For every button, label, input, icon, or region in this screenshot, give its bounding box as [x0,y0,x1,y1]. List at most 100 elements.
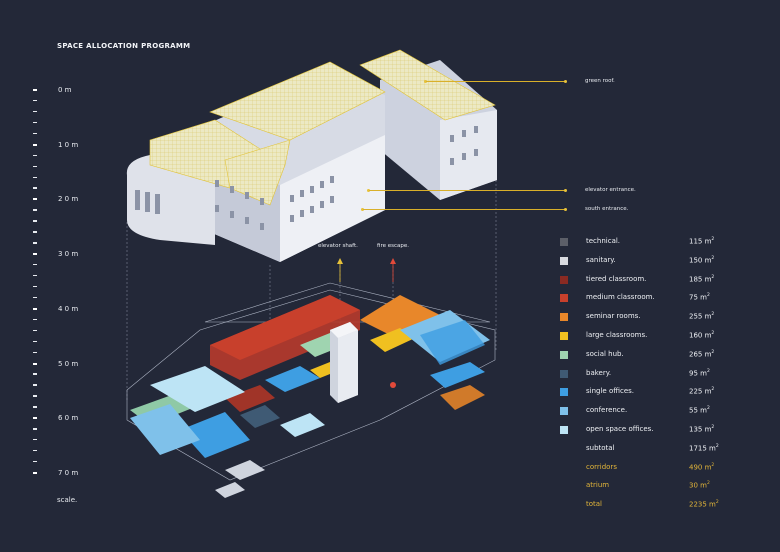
scale-tick [33,89,37,91]
scale-tick-label: 3 0 m [58,250,79,259]
diagram-title: SPACE ALLOCATION PROGRAMM [57,42,191,50]
scale-tick-label: 2 0 m [58,195,79,204]
scale-tick-label: 6 0 m [58,414,79,423]
scale-tick [33,439,37,441]
legend-value: 490 m2 [689,462,715,471]
legend-label: atrium [586,481,610,490]
scale-tick [33,384,37,386]
scale-tick [33,209,37,211]
scale-tick [33,264,37,266]
scale-tick [33,450,37,452]
legend-row: bakery. 95 m2 [556,368,756,380]
legend-row: tiered classroom.185 m2 [556,274,756,286]
legend-value: 160 m2 [689,331,715,340]
scale-tick [33,471,37,474]
legend-swatch [560,369,568,378]
legend-swatch [560,350,568,359]
south-entrance-leader [363,209,566,210]
legend-label: subtotal [586,443,615,452]
scale-tick [33,406,37,408]
legend-label: tiered classroom. [586,274,647,283]
legend-extra-row: atrium 30 m2 [556,480,756,492]
scale-tick [33,329,37,332]
legend-extra-row: corridors 490 m2 [556,462,756,474]
scale-tick [33,274,37,277]
legend-value: 135 m2 [689,425,715,434]
legend-value: 1715 m2 [689,443,719,453]
legend-subtotal: subtotal 1715 m2 [556,443,756,455]
legend-value: 265 m2 [689,349,715,359]
legend-value: 225 m2 [689,387,715,396]
legend-label: total [586,500,603,509]
elevator-shaft-label: elevator shaft. [318,243,358,249]
south-entrance-marker [361,208,364,211]
elevator-entrance-marker [367,189,370,192]
green-roof-end-dot [564,80,567,83]
legend-label: seminar rooms. [586,312,641,321]
legend-value: 150 m2 [689,255,715,265]
scale-tick [33,417,37,420]
legend-label: sanitary. [586,255,616,264]
legend-value: 30 m2 [689,481,710,490]
legend-swatch [560,407,568,416]
scale-tick [33,176,37,178]
scale-tick [33,132,37,135]
upper-building [126,49,497,262]
scale-tick [33,285,37,288]
legend-label: open space offices. [586,425,654,433]
green-roof-marker [424,80,427,83]
scale-tick [33,373,37,375]
legend-label: corridors [586,462,617,471]
scale-tick [33,198,37,201]
scale-tick-label: 4 0 m [58,304,79,313]
scale-tick [33,165,37,167]
legend-row: technical. 115 m2 [556,236,756,248]
legend-label: technical. [586,237,621,245]
legend-label: conference. [586,406,628,415]
scale-tick [33,395,37,397]
elevator-entrance-leader [369,190,566,191]
scale-tick-label: 1 0 m [58,140,79,149]
scale-tick [33,231,37,233]
legend-label: large classrooms. [586,331,648,339]
legend-label: bakery. [586,368,612,377]
scale-label: scale. [57,496,78,504]
legend-value: 255 m2 [689,312,715,321]
legend-label: medium classroom. [586,293,655,302]
scale-tick [33,121,37,124]
legend-row: single offices. 225 m2 [556,386,756,398]
scale-tick [33,340,37,342]
legend-label: single offices. [586,387,635,396]
legend-row: medium classroom.75 m2 [556,292,756,304]
legend-swatch [560,256,568,265]
scale-tick [33,296,37,299]
legend-value: 95 m2 [689,368,710,377]
scale-tick-label: 5 0 m [58,359,79,368]
legend-swatch [560,313,568,322]
scale-tick [33,187,37,189]
legend-row: seminar rooms. 255 m2 [556,311,756,323]
scale-tick [33,318,37,321]
shaft-arrows [337,258,396,282]
south-entrance-label: south entrance. [585,206,629,212]
scale-tick [33,428,37,430]
scale-tick [33,99,37,102]
legend-swatch [560,275,568,284]
scale-tick [33,460,37,463]
scale-tick [33,154,37,157]
scale-tick [33,253,37,256]
legend-value: 115 m2 [689,237,715,246]
legend-row: social hub.265 m2 [556,349,756,361]
scale-tick [33,307,37,310]
legend-swatch [560,294,568,303]
legend-value: 55 m2 [689,406,710,415]
legend-swatch [560,426,568,434]
south-entrance-end-dot [564,208,567,211]
green-roof-leader [426,81,566,82]
fire-escape-label: fire escape. [377,243,410,249]
exploded-floor-plan [126,282,496,498]
legend-swatch [560,388,568,397]
